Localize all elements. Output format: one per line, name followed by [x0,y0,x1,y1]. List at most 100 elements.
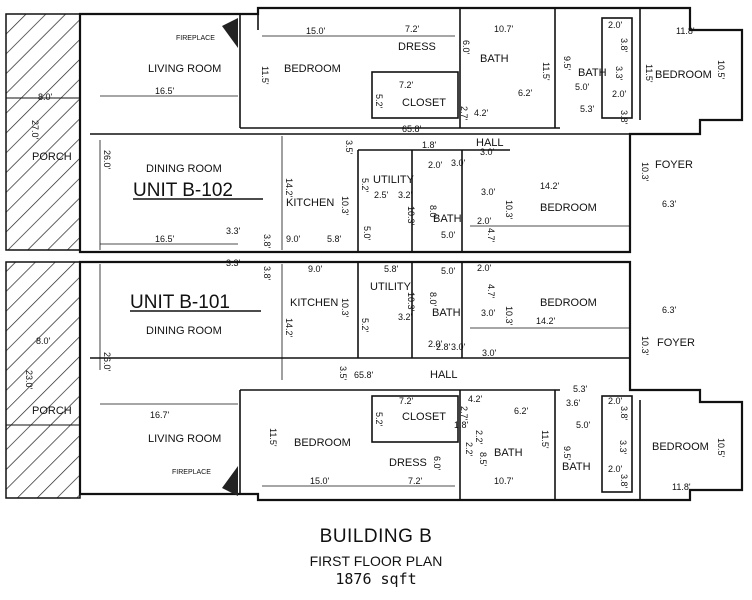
unit-b101-name: UNIT B-101 [130,292,230,313]
b102-dim: 3.5' [344,140,354,155]
b102-dim: 10.7' [494,24,514,34]
b102-fireplace: FIREPLACE [176,35,215,42]
plan-subtitle: FIRST FLOOR PLAN [309,553,443,569]
b101-dim: 3.0' [481,308,496,318]
b101-dim: 16.7' [150,410,170,420]
b102-dim: 1.8' [422,140,437,150]
b102-dim: 6.2' [518,88,533,98]
b102-dim: 11.5' [644,64,654,83]
b101-dim: 5.3' [573,384,588,394]
b101-dim: 3.3' [226,258,241,268]
b102-dim: 14.2' [284,178,294,198]
b102-dim: 3.8' [262,234,272,249]
b102-dim: 3.0' [480,147,495,157]
b101-dim: 8.0' [428,292,438,307]
building-title: BUILDING B [319,526,433,547]
fireplace-b101-symbol [222,466,238,496]
b101-dim: 10.5' [716,438,726,458]
b101-bath-3: BATH [432,307,461,319]
b101-dim: 3.6' [566,398,581,408]
b101-closet: CLOSET [402,411,446,423]
b102-dim: 27.0' [30,120,40,140]
b102-dim: 4.2' [474,108,489,118]
b102-dim: 7.2' [399,80,414,90]
b101-dim: 3.8' [619,406,629,421]
b102-dim: 10.3' [340,196,350,216]
b101-dim: 2.2' [474,430,484,445]
b101-dim: 10.3' [504,306,514,326]
b101-dim: 65.8' [354,370,374,380]
b102-dim: 5.0' [362,226,372,241]
b102-dim: 2.5' [374,190,389,200]
b102-living-room: LIVING ROOM [148,63,221,75]
b101-dim: 2.0' [608,464,623,474]
b102-dim: 10.3' [640,162,650,182]
b101-dim: 11.8' [672,482,691,492]
b102-dim: 5.8' [327,234,342,244]
b101-dim: 11.5' [540,430,550,449]
b102-foyer: FOYER [655,159,693,171]
b102-dim: 5.0' [441,230,456,240]
b101-dim: 3.8' [619,474,629,489]
b101-dim: 5.2' [374,412,384,427]
b102-dim: 65.8' [402,124,422,134]
unit-b102-name: UNIT B-102 [133,180,233,201]
b101-dim: 15.0' [310,476,330,486]
b102-kitchen: KITCHEN [286,197,334,209]
b102-dim: 7.2' [405,24,420,34]
b101-dim: 10.7' [494,476,514,486]
b102-dim: 3.0' [481,187,496,197]
b102-dim: 11.5' [541,62,551,81]
b101-dim: 6.2' [514,406,529,416]
b102-dim: 16.5' [155,234,175,244]
b101-dim: 2.0' [428,339,443,349]
b101-dim: 5.0' [576,420,591,430]
b101-dim: 10.3' [340,298,350,318]
b102-bath-1: BATH [480,53,509,65]
b102-dim: 3.2' [398,190,413,200]
b101-dim: 3.0' [451,342,466,352]
b101-dim: 7.2' [399,396,414,406]
walls [78,6,744,502]
b102-dim: 2.0' [612,89,627,99]
porch-hatch-b101 [5,261,81,499]
b102-dim: 2.0' [608,20,623,30]
fireplace-b102-symbol [222,18,238,48]
b102-dim: 11.8' [676,26,695,36]
b101-bath-1: BATH [494,447,523,459]
b101-dim: 10.3' [406,292,416,312]
b101-dim: 11.5' [268,428,278,447]
b101-dim: 1.8' [454,420,469,430]
dimension-lines [96,35,630,487]
b102-closet: CLOSET [402,97,446,109]
porch-hatch-b102 [5,13,81,251]
b101-dim: 5.2' [360,318,370,333]
b101-dim: 4.7' [486,284,496,299]
b101-dim: 2.7' [459,406,469,421]
b101-dim: 3.8' [262,266,272,281]
b101-dim: 8.5' [478,452,488,467]
b101-bedroom-1: BEDROOM [294,437,351,449]
area-label: 1876 sqft [335,570,417,588]
b101-dim: 5.0' [441,266,456,276]
b101-bedroom-3: BEDROOM [540,297,597,309]
b101-dim: 14.2' [284,318,294,338]
b102-dim: 5.2' [374,94,384,109]
b102-utility: UTILITY [373,174,415,186]
b102-dim: 3.3' [614,66,624,81]
b102-dim: 9.0' [286,234,301,244]
b102-bedroom-1: BEDROOM [284,63,341,75]
b101-fireplace: FIREPLACE [172,469,211,476]
b101-dining-room: DINING ROOM [146,325,222,337]
b101-dim: 2.0' [608,396,623,406]
b102-dim: 10.3' [406,206,416,226]
b102-dim: 2.7' [459,106,469,121]
b101-dim: 9.5' [562,446,572,461]
interior-walls [90,8,641,500]
b101-dress: DRESS [389,457,427,469]
b102-dim: 3.3' [226,226,241,236]
b102-bath-2: BATH [578,67,607,79]
b101-dim: 4.2' [468,394,483,404]
b102-dim: 6.0' [461,40,471,55]
b102-dim: 14.2' [540,181,560,191]
